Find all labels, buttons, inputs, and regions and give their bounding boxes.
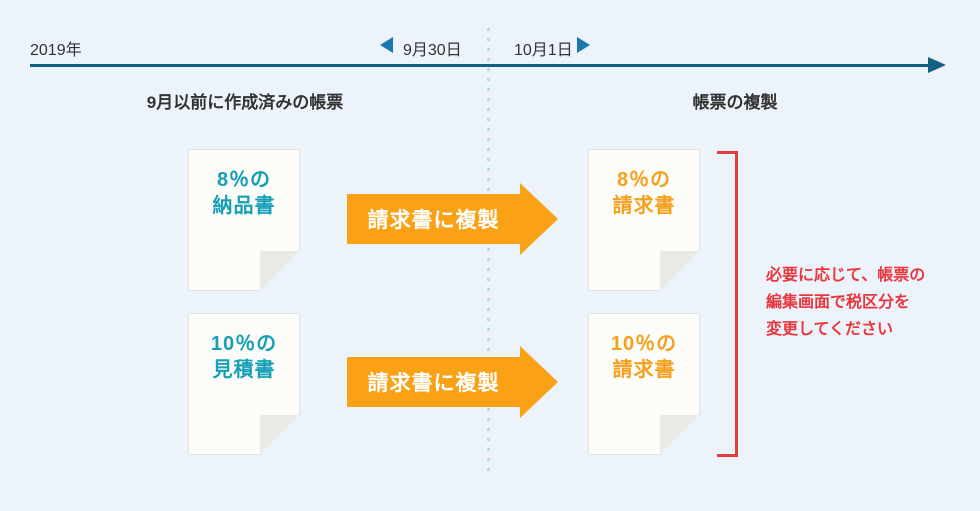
left-section-heading: 9月以前に作成済みの帳票 xyxy=(146,93,344,112)
folded-corner-icon xyxy=(660,415,700,455)
right-section-heading: 帳票の複製 xyxy=(692,93,778,112)
copy-arrow-bottom: 請求書に複製 xyxy=(347,346,558,418)
document-label: 10％の 見積書 xyxy=(210,333,278,381)
copy-arrow-label: 請求書に複製 xyxy=(347,194,520,244)
date-label-sep30: 9月30日 xyxy=(403,42,462,59)
document-delivery-slip-8pct: 8％の 納品書 xyxy=(188,149,300,291)
document-estimate-10pct: 10％の 見積書 xyxy=(188,313,300,455)
red-bracket xyxy=(717,151,738,457)
dotted-divider xyxy=(487,28,490,472)
arrow-head-icon xyxy=(520,346,558,418)
triangle-left-icon xyxy=(380,37,393,53)
document-label: 8％の 納品書 xyxy=(212,169,276,217)
copy-arrow-label: 請求書に複製 xyxy=(347,357,520,407)
triangle-right-icon xyxy=(577,37,590,53)
document-invoice-10pct: 10％の 請求書 xyxy=(588,313,700,455)
copy-arrow-top: 請求書に複製 xyxy=(347,183,558,255)
folded-corner-icon xyxy=(260,251,300,291)
folded-corner-icon xyxy=(660,251,700,291)
document-label: 8％の 請求書 xyxy=(612,169,676,217)
timeline-line xyxy=(30,64,930,67)
year-label: 2019年 xyxy=(30,42,82,59)
arrow-right-icon xyxy=(928,57,946,73)
document-invoice-8pct: 8％の 請求書 xyxy=(588,149,700,291)
date-label-oct1: 10月1日 xyxy=(514,42,573,59)
folded-corner-icon xyxy=(260,415,300,455)
note-text: 必要に応じて、帳票の 編集画面で税区分を 変更してください xyxy=(766,267,926,338)
arrow-head-icon xyxy=(520,183,558,255)
document-label: 10％の 請求書 xyxy=(610,333,678,381)
